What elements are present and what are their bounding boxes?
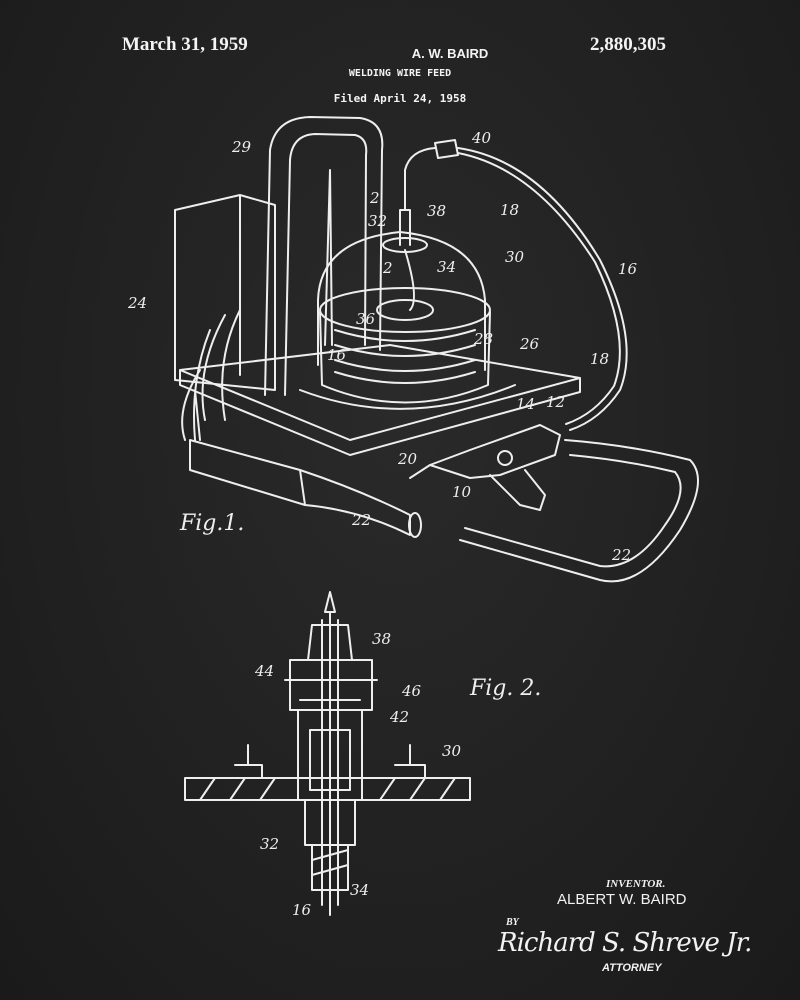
label-34: 34 (437, 258, 456, 276)
by-label: BY (506, 917, 519, 928)
label-38: 38 (372, 630, 391, 648)
figure-1-caption: Fig.1. (179, 511, 244, 536)
label-16: 16 (618, 260, 638, 278)
label-24: 24 (127, 294, 147, 312)
label-10: 10 (452, 483, 472, 501)
label-18: 18 (500, 201, 519, 219)
label-42: 42 (389, 708, 409, 726)
label-38: 38 (427, 202, 446, 220)
label-30: 30 (442, 742, 462, 760)
attorney-label: ATTORNEY (602, 962, 662, 974)
inventor-label: INVENTOR. (606, 878, 666, 890)
label-18: 18 (590, 350, 609, 368)
figure-1-drawing (174, 116, 699, 583)
inventor-short: A. W. BAIRD (411, 46, 489, 61)
label-34: 34 (350, 881, 369, 899)
label-20: 20 (397, 450, 418, 468)
label-29: 29 (231, 138, 252, 156)
attorney-signature: Richard S. Shreve Jr. (498, 928, 752, 958)
label-14: 14 (516, 395, 535, 413)
figure-2-caption: Fig. 2. (469, 676, 541, 701)
patent-date: March 31, 1959 (122, 34, 248, 55)
label-12: 12 (546, 393, 565, 411)
label-2: 2 (382, 259, 393, 277)
filed-date: Filed April 24, 1958 (333, 92, 467, 105)
figure-1-labels: 29 40 2 38 32 18 2 34 30 16 24 36 28 26 … (127, 129, 638, 564)
label-40: 40 (471, 129, 492, 147)
label-32: 32 (368, 212, 387, 230)
label-32: 32 (260, 835, 279, 853)
label-16: 16 (327, 346, 347, 364)
figure-2-drawing (184, 591, 471, 916)
label-28: 28 (473, 330, 493, 348)
label-22: 22 (351, 511, 371, 529)
label-22: 22 (611, 546, 631, 564)
label-30: 30 (505, 248, 525, 266)
inventor-full-name: ALBERT W. BAIRD (557, 891, 687, 908)
label-46: 46 (401, 682, 422, 700)
label-2: 2 (369, 189, 380, 207)
patent-number: 2,880,305 (590, 34, 666, 55)
label-36: 36 (356, 310, 376, 328)
label-44: 44 (254, 662, 274, 680)
label-26: 26 (519, 335, 540, 353)
patent-title: WELDING WIRE FEED (348, 68, 452, 79)
figure-2-labels: 38 44 46 42 30 32 34 16 Fig. 2. (254, 630, 541, 919)
label-16: 16 (292, 901, 312, 919)
